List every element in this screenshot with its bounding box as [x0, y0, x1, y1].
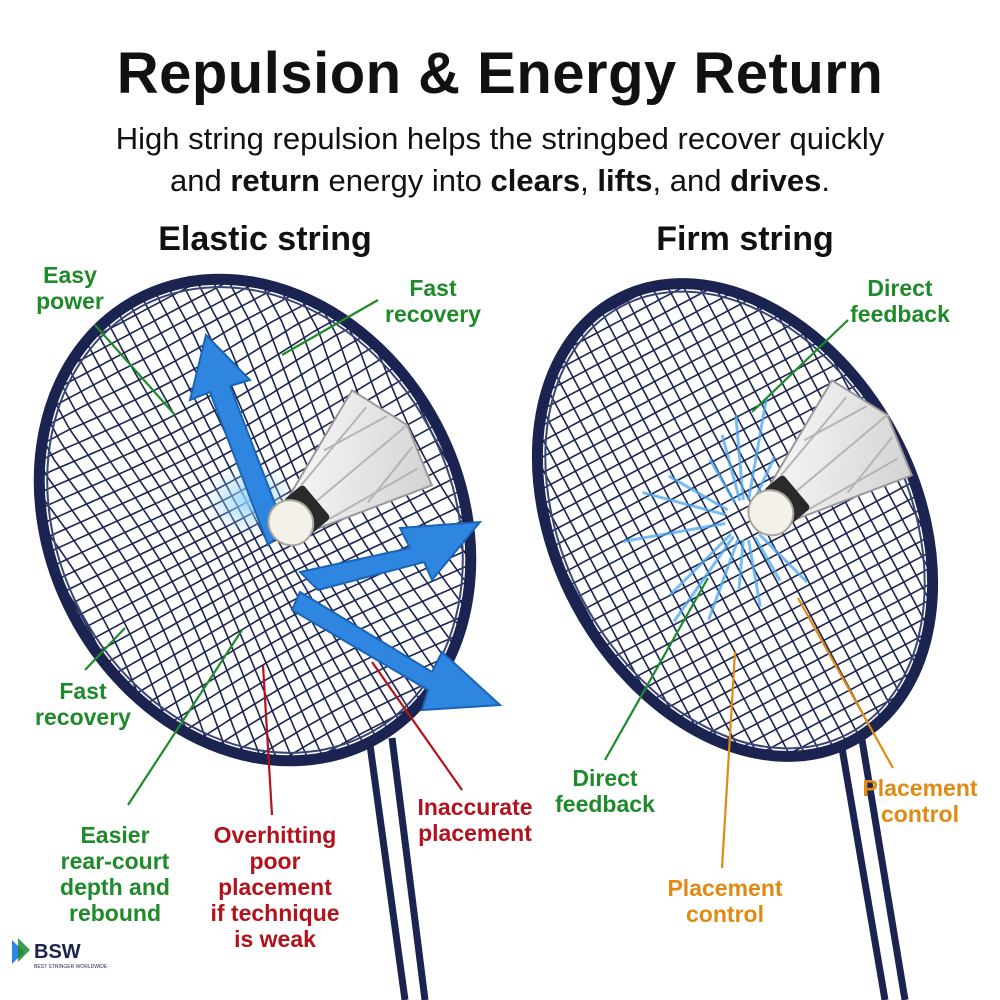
label-inaccurate-placement: Inaccurate placement: [417, 794, 533, 846]
leader-fast-recovery-top: [281, 299, 379, 356]
main-string: [578, 239, 881, 806]
label-overhitting: Overhitting poor placement if technique …: [210, 822, 340, 952]
left-frame-inner: [46, 286, 464, 754]
subtitle-bold-clears: clears: [490, 163, 581, 198]
main-string: [365, 203, 554, 688]
impact-ray: [622, 522, 726, 543]
impact-ray: [734, 414, 745, 501]
main-string: [529, 266, 832, 826]
left-shuttlecock: [267, 388, 434, 547]
right-panel-heading: Firm string: [656, 220, 834, 258]
label-direct-feedback-top: Direct feedback: [850, 275, 950, 327]
impact-ray: [708, 458, 737, 504]
cross-string: [0, 420, 554, 723]
right-leader-lines: [604, 319, 894, 869]
leader-overhitting: [261, 664, 274, 816]
main-string: [591, 233, 894, 800]
bsw-logo: BSW BEST STRINGER WORLDWIDE: [8, 934, 118, 974]
left-frame: [33, 273, 477, 767]
right-shaft: [838, 739, 909, 1000]
subtitle-text-2: and: [169, 163, 231, 198]
label-placement-control-bottom: Placement control: [667, 875, 783, 927]
svg-text:BSW: BSW: [34, 941, 81, 963]
leader-easy-power: [94, 324, 176, 416]
impact-ray: [672, 535, 735, 623]
leader-fast-recovery-left: [84, 627, 126, 671]
left-leader-lines: [84, 299, 463, 816]
leader-placement-control-bottom: [720, 651, 737, 869]
main-string: [553, 253, 856, 819]
subtitle-text-5: , and: [652, 163, 731, 198]
label-fast-recovery-left: Fast recovery: [35, 678, 131, 730]
subtitle: High string repulsion helps the stringbe…: [40, 118, 960, 202]
bsw-logo-mark: BSW BEST STRINGER WORLDWIDE: [12, 938, 108, 970]
label-direct-feedback-bottom: Direct feedback: [555, 765, 655, 817]
impact-ray: [668, 533, 732, 597]
left-shaft: [366, 737, 429, 1000]
main-string: [566, 246, 869, 813]
svg-text:BEST STRINGER WORLDWIDE: BEST STRINGER WORLDWIDE: [34, 964, 108, 970]
impact-ray: [707, 538, 740, 621]
subtitle-text-1: High string repulsion helps the stringbe…: [115, 121, 885, 156]
main-string: [352, 203, 554, 695]
main-string: [516, 272, 819, 826]
main-string: [105, 259, 408, 826]
cross-string: [458, 214, 904, 456]
right-shuttlecock: [747, 378, 914, 537]
main-string: [825, 214, 1000, 675]
leader-inaccurate: [371, 661, 463, 791]
impact-ray: [747, 397, 768, 501]
subtitle-bold-lifts: lifts: [597, 163, 653, 198]
label-fast-recovery-top: Fast recovery: [385, 275, 481, 327]
impact-ray: [668, 474, 729, 512]
main-string: [541, 259, 844, 826]
impact-ray: [758, 533, 809, 584]
subtitle-bold-return: return: [230, 163, 320, 198]
impact-ray: [737, 539, 745, 590]
main-string: [31, 299, 334, 837]
subtitle-bold-drives: drives: [730, 163, 822, 198]
right-impact-burst: [622, 397, 809, 623]
label-rear-court: Easier rear-court depth and rebound: [60, 822, 170, 926]
page-title: Repulsion & Energy Return: [116, 41, 884, 106]
impact-ray: [642, 491, 727, 517]
arrow-right: [297, 520, 483, 592]
subtitle-text-4: ,: [580, 163, 598, 198]
main-string: [93, 266, 396, 833]
leader-placement-control-right: [797, 597, 894, 769]
impact-ray: [753, 536, 782, 582]
arrow-down-right: [290, 590, 503, 712]
impact-ray: [720, 434, 742, 502]
left-panel-heading: Elastic string: [158, 220, 372, 258]
leader-direct-feedback-top: [751, 319, 849, 413]
leader-direct-feedback-bottom: [604, 577, 709, 761]
cross-string: [567, 586, 1000, 826]
subtitle-text-3: energy into: [319, 163, 491, 198]
leader-rear-court: [127, 629, 243, 806]
label-placement-control-right: Placement control: [862, 775, 978, 827]
impact-ray: [747, 539, 762, 607]
label-easy-power: Easy power: [36, 262, 104, 314]
subtitle-text-6: .: [821, 163, 831, 198]
